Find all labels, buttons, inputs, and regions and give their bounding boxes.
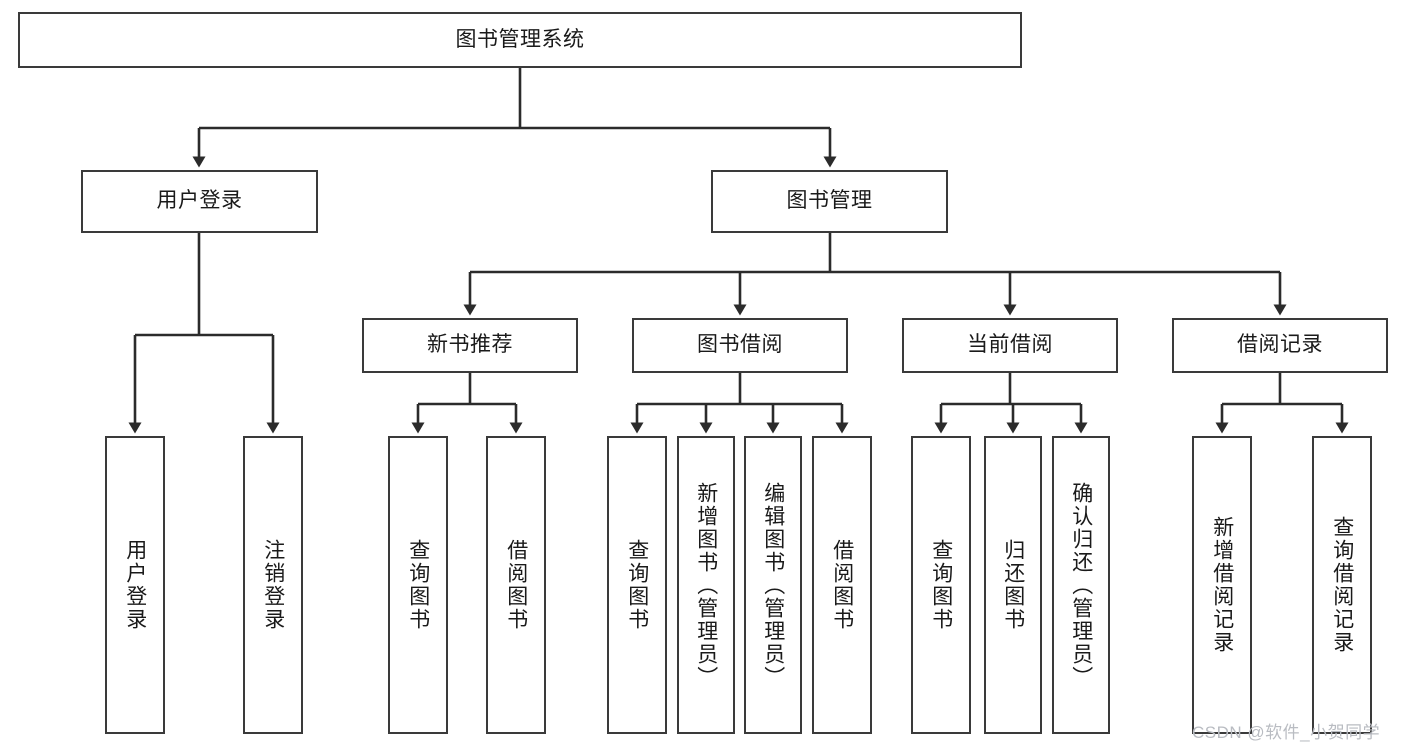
node-leaf-query-record-label: 查询借阅记录: [1330, 516, 1354, 654]
node-leaf-query-book-2[interactable]: 查询图书: [607, 436, 667, 734]
node-root-label: 图书管理系统: [455, 27, 585, 51]
node-leaf-edit-book-label: 编辑图书（管理员）: [761, 481, 785, 689]
node-leaf-confirm-return[interactable]: 确认归还（管理员）: [1052, 436, 1110, 734]
node-book-borrow[interactable]: 图书借阅: [632, 318, 848, 373]
node-leaf-add-book-label: 新增图书（管理员）: [694, 481, 718, 689]
node-leaf-query-book-1[interactable]: 查询图书: [388, 436, 448, 734]
node-book-manage-label: 图书管理: [786, 189, 873, 213]
node-leaf-query-book-2-label: 查询图书: [625, 539, 649, 631]
node-leaf-add-book[interactable]: 新增图书（管理员）: [677, 436, 735, 734]
node-leaf-query-book-1-label: 查询图书: [406, 539, 430, 631]
node-leaf-logout[interactable]: 注销登录: [243, 436, 303, 734]
node-leaf-borrow-book-2-label: 借阅图书: [830, 539, 854, 631]
node-current-borrow[interactable]: 当前借阅: [902, 318, 1118, 373]
node-new-book-rec-label: 新书推荐: [427, 333, 513, 357]
node-leaf-query-book-3-label: 查询图书: [929, 539, 953, 631]
node-leaf-user-login[interactable]: 用户登录: [105, 436, 165, 734]
node-leaf-add-record-label: 新增借阅记录: [1210, 516, 1234, 654]
node-leaf-edit-book[interactable]: 编辑图书（管理员）: [744, 436, 802, 734]
node-root[interactable]: 图书管理系统: [18, 12, 1022, 68]
node-leaf-user-login-label: 用户登录: [123, 539, 147, 631]
node-leaf-borrow-book-1-label: 借阅图书: [504, 539, 528, 631]
node-borrow-record-label: 借阅记录: [1237, 333, 1323, 357]
node-leaf-query-record[interactable]: 查询借阅记录: [1312, 436, 1372, 734]
node-leaf-return-book-label: 归还图书: [1001, 539, 1025, 631]
node-leaf-return-book[interactable]: 归还图书: [984, 436, 1042, 734]
node-leaf-borrow-book-2[interactable]: 借阅图书: [812, 436, 872, 734]
node-new-book-rec[interactable]: 新书推荐: [362, 318, 578, 373]
csdn-watermark: CSDN @软件_小贺同学: [1192, 723, 1381, 742]
node-user-login-label: 用户登录: [156, 189, 243, 213]
node-book-manage[interactable]: 图书管理: [711, 170, 948, 233]
node-leaf-add-record[interactable]: 新增借阅记录: [1192, 436, 1252, 734]
node-user-login[interactable]: 用户登录: [81, 170, 318, 233]
node-borrow-record[interactable]: 借阅记录: [1172, 318, 1388, 373]
node-current-borrow-label: 当前借阅: [967, 333, 1053, 357]
node-book-borrow-label: 图书借阅: [697, 333, 783, 357]
node-leaf-query-book-3[interactable]: 查询图书: [911, 436, 971, 734]
node-leaf-logout-label: 注销登录: [261, 539, 285, 631]
node-leaf-borrow-book-1[interactable]: 借阅图书: [486, 436, 546, 734]
node-leaf-confirm-return-label: 确认归还（管理员）: [1069, 481, 1093, 689]
